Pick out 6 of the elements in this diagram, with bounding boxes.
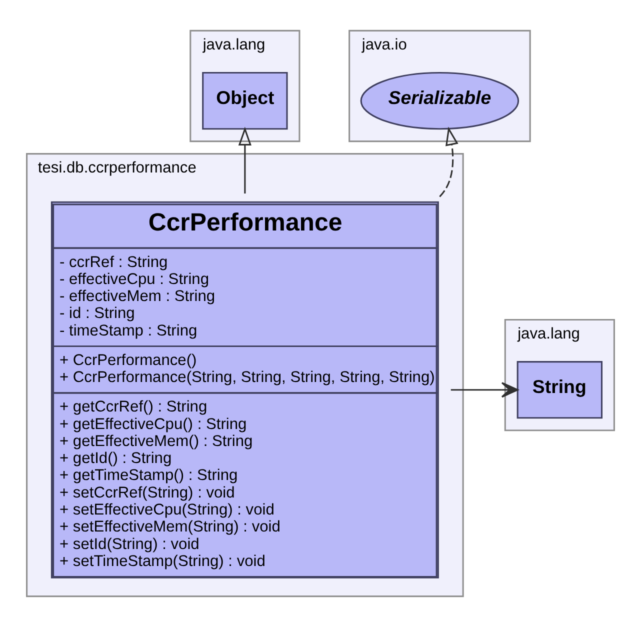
node-ellipse: Serializable xyxy=(360,71,520,130)
arrow xyxy=(450,382,518,398)
arrow xyxy=(238,126,252,194)
node-box: Object xyxy=(202,71,288,130)
node-box: String xyxy=(516,360,603,418)
arrow xyxy=(439,126,458,197)
